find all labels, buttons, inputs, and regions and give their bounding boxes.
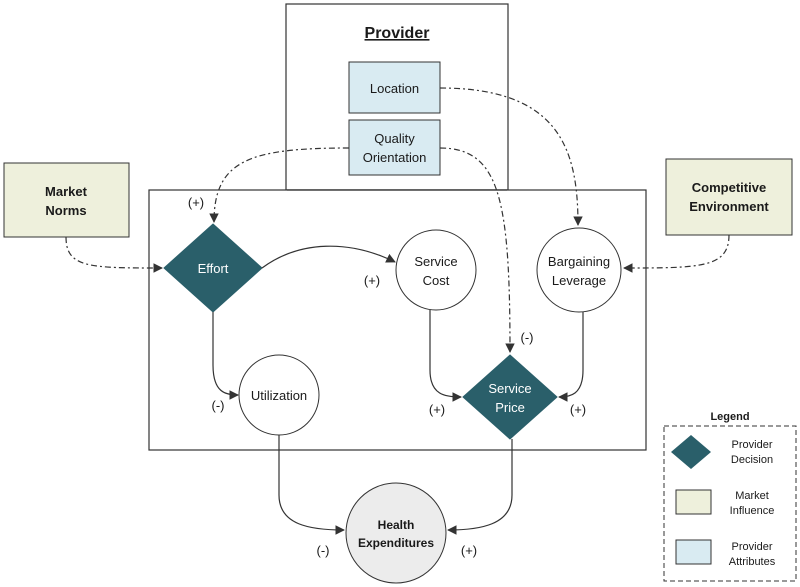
quality-label-line1: Quality: [374, 131, 415, 146]
arrow-price-to-health: [447, 439, 513, 535]
arrow-leverage-to-price: [558, 312, 584, 402]
legend-attributes-line1: Provider: [732, 541, 773, 553]
arrow-quality-to-price: [439, 147, 515, 353]
competitive-line1: Competitive: [692, 180, 766, 195]
quality-label-line2: Orientation: [363, 150, 427, 165]
sign-cost-price: (+): [429, 402, 445, 417]
competitive-environment-node: [665, 158, 793, 236]
arrow-utilization-to-health: [278, 435, 345, 535]
sign-price-health: (+): [461, 543, 477, 558]
legend-market-line2: Influence: [730, 505, 775, 517]
competitive-line2: Environment: [689, 199, 769, 214]
arrow-effort-to-utilization: [212, 312, 239, 400]
service-price-node: [462, 354, 558, 440]
bargaining-line1: Bargaining: [548, 254, 610, 269]
market-norms-node: [3, 162, 130, 238]
legend-decision-swatch: [671, 435, 711, 469]
sign-leverage-price: (+): [570, 402, 586, 417]
sign-effort-util: (-): [212, 398, 225, 413]
legend-title: Legend: [710, 411, 749, 423]
health-expenditures-node: [345, 482, 447, 584]
sign-quality-price: (-): [521, 330, 534, 345]
arrow-quality-to-effort: [209, 147, 350, 223]
service-cost-line1: Service: [414, 254, 457, 269]
sign-util-health: (-): [317, 543, 330, 558]
legend-market-swatch: [675, 489, 712, 515]
legend-market-line1: Market: [735, 490, 769, 502]
legend-decision-line1: Provider: [732, 439, 773, 451]
location-node: [348, 61, 441, 114]
service-price-line1: Service: [488, 381, 531, 396]
arrow-cost-to-price: [429, 310, 462, 402]
utilization-label: Utilization: [251, 388, 307, 403]
legend-attributes-swatch: [675, 539, 712, 565]
market-norms-line2: Norms: [45, 203, 86, 218]
health-line1: Health: [378, 518, 415, 532]
service-cost-node: [395, 229, 477, 311]
arrow-norms-to-effort: [65, 236, 163, 273]
location-label: Location: [370, 81, 419, 96]
sign-effort-cost: (+): [364, 273, 380, 288]
legend-decision-line2: Decision: [731, 454, 773, 466]
market-norms-line1: Market: [45, 184, 88, 199]
provider-title: Provider: [365, 25, 430, 42]
effort-label: Effort: [198, 261, 229, 276]
health-line2: Expenditures: [358, 536, 434, 550]
arrow-effort-to-cost: [261, 245, 396, 269]
sign-quality-effort: (+): [188, 195, 204, 210]
service-cost-line2: Cost: [423, 273, 450, 288]
arrow-competitive-to-leverage: [623, 234, 730, 273]
bargaining-leverage-node: [536, 227, 622, 313]
bargaining-line2: Leverage: [552, 273, 606, 288]
arrow-location-to-leverage: [439, 87, 583, 226]
service-price-line2: Price: [495, 400, 525, 415]
quality-orientation-node: [348, 119, 441, 176]
legend-attributes-line2: Attributes: [729, 556, 776, 568]
